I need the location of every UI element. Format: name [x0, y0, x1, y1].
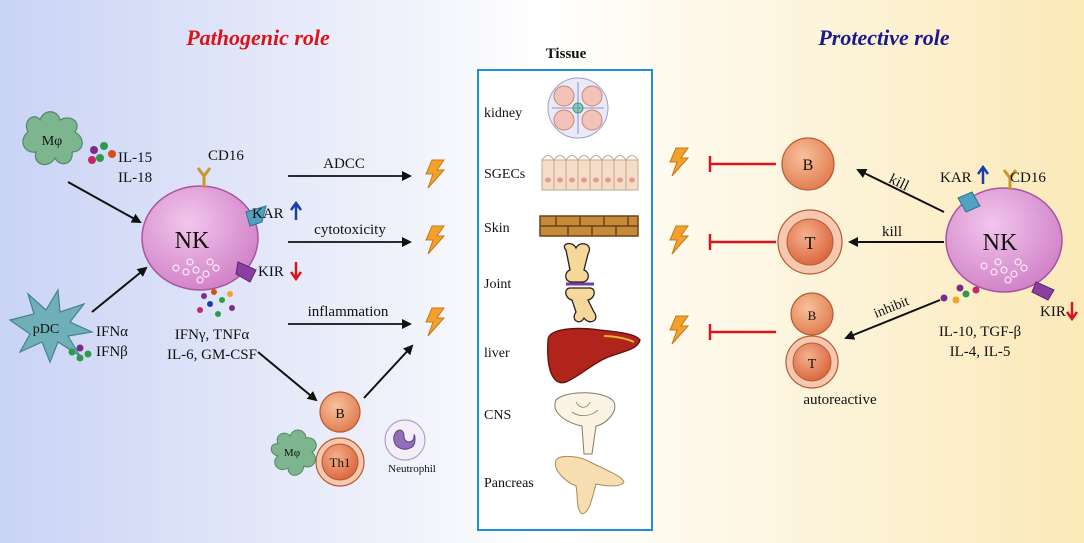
joint-bone-icon — [563, 242, 597, 323]
t-cell-right-icon — [777, 209, 843, 275]
arrow-macrophage-to-nk — [67, 181, 142, 223]
th1-label: Th1 — [330, 455, 351, 470]
tissue-label-joint: Joint — [484, 277, 511, 292]
cd16-label-right: CD16 — [1010, 170, 1046, 186]
kir-down-arrow-right-icon — [1065, 302, 1079, 322]
macrophage-small-label: Mφ — [284, 447, 300, 459]
kir-down-arrow-icon — [289, 262, 303, 282]
b-cell-autoreactive-icon — [790, 292, 834, 336]
arrow-nk-to-immune-cells — [257, 351, 318, 402]
cytokines-line1-left: IFNγ, TNFα — [175, 327, 250, 343]
arrow-pdc-to-nk — [91, 266, 148, 313]
cytokines-line1-right: IL-10, TGF-β — [939, 324, 1021, 340]
kar-up-arrow-right-icon — [976, 164, 990, 184]
cytokine-dots-nk-left — [197, 289, 235, 317]
kir-label-left: KIR — [258, 264, 284, 280]
inhibit-bar-autoreactive — [708, 324, 776, 340]
nk-cell-right — [945, 169, 1063, 301]
ifna-label: IFNα — [96, 324, 128, 340]
neutrophil-label: Neutrophil — [388, 463, 436, 475]
t-cell-autoreactive-label: T — [808, 357, 817, 372]
macrophage-small-icon — [270, 429, 317, 476]
kar-label-left: KAR — [252, 206, 284, 222]
tissue-label-pancreas: Pancreas — [484, 476, 534, 491]
cd16-label-left: CD16 — [208, 148, 244, 164]
t-cell-autoreactive-icon — [785, 335, 839, 389]
b-cell-right-icon — [781, 137, 835, 191]
cytokine-dots-il15 — [88, 142, 116, 164]
liver-icon — [547, 327, 641, 384]
cytokine-dots-ifn — [68, 344, 92, 362]
t-cell-right-label: T — [805, 233, 816, 253]
tissue-label-skin: Skin — [484, 221, 510, 236]
epithelial-cells-icon — [541, 155, 639, 191]
macrophage-label: Mφ — [42, 134, 63, 149]
kar-label-right: KAR — [940, 170, 972, 186]
kill-label-b: kill — [886, 171, 911, 194]
nk-cell-left — [141, 167, 267, 291]
neutrophil-icon — [384, 419, 426, 461]
kir-label-right: KIR — [1040, 304, 1066, 320]
cytokines-line2-right: IL-4, IL-5 — [950, 344, 1011, 360]
tissue-label-cns: CNS — [484, 408, 511, 423]
macrophage-icon — [22, 111, 83, 166]
nk-label-right: NK — [983, 230, 1018, 256]
b-cell-left-label: B — [335, 407, 344, 422]
b-cell-right-label: B — [803, 157, 814, 174]
cytokines-line2-left: IL-6, GM-CSF — [167, 347, 257, 363]
kill-label-t: kill — [882, 224, 902, 240]
tissue-label-sgecs: SGECs — [484, 167, 525, 182]
tissue-label-liver: liver — [484, 346, 510, 361]
brain-neuron-icon — [554, 392, 616, 455]
il15-label: IL-15 — [118, 150, 152, 166]
skin-brick-icon — [539, 215, 639, 237]
b-cell-left-icon — [319, 391, 361, 433]
cytotoxicity-label: cytotoxicity — [314, 222, 386, 238]
autoreactive-label: autoreactive — [803, 392, 877, 408]
adcc-label: ADCC — [323, 156, 365, 172]
protective-role-title: Protective role — [817, 25, 950, 50]
inhibit-bar-b — [708, 156, 776, 172]
pdc-label: pDC — [33, 322, 59, 337]
nk-label-left: NK — [175, 228, 210, 254]
tissue-title: Tissue — [546, 46, 587, 62]
th1-cell-icon — [315, 437, 365, 487]
pancreas-icon — [554, 455, 625, 515]
kar-up-arrow-icon — [289, 200, 303, 220]
arrow-immune-cells-to-tissue — [363, 344, 414, 399]
pdc-icon — [8, 288, 95, 364]
tissue-box — [477, 69, 653, 531]
pathogenic-role-title: Pathogenic role — [185, 25, 330, 50]
kidney-glomerulus-icon — [547, 77, 609, 139]
il18-label: IL-18 — [118, 170, 152, 186]
arrow-kill-b — [856, 169, 945, 213]
inhibit-bar-t — [708, 234, 776, 250]
tissue-label-kidney: kidney — [484, 106, 522, 121]
cytokine-dots-nk-right — [940, 284, 980, 304]
ifnb-label: IFNβ — [96, 344, 128, 360]
inflammation-label: inflammation — [308, 304, 389, 320]
arrow-inhibit — [844, 299, 941, 340]
b-cell-autoreactive-label: B — [808, 308, 817, 323]
